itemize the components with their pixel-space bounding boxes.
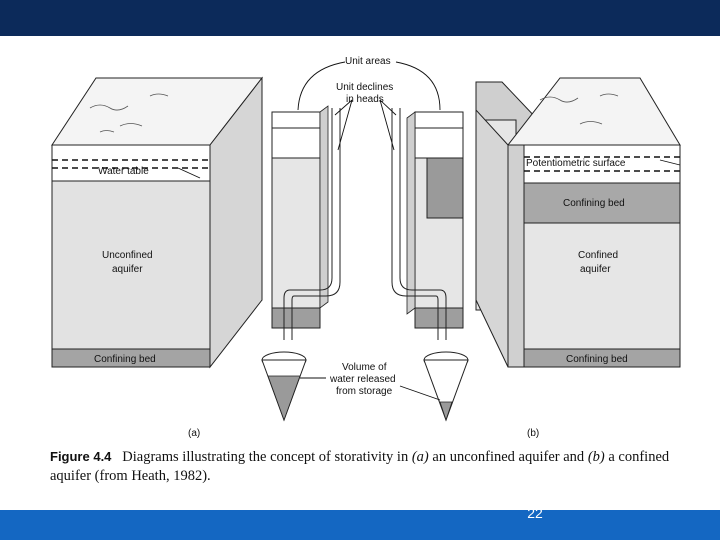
cone-left — [262, 352, 306, 420]
caption-a: (a) — [412, 449, 429, 465]
label-unconfined-aquifer: aquifer — [112, 264, 143, 275]
slide-number: 22 — [505, 505, 565, 521]
figure-caption: Figure 4.4 Diagrams illustrating the con… — [50, 447, 690, 486]
label-water-released: water released — [329, 374, 396, 385]
label-unconfined: Unconfined — [102, 250, 153, 261]
label-volume-of: Volume of — [342, 362, 387, 373]
figure-label: Figure 4.4 — [50, 449, 111, 464]
label-potentiometric-surface: Potentiometric surface — [526, 158, 626, 169]
label-confined-aquifer: aquifer — [580, 264, 611, 275]
label-from-storage: from storage — [336, 386, 393, 397]
label-confining-bed-b: Confining bed — [566, 354, 628, 365]
title-bar — [0, 0, 720, 36]
confined-column — [392, 108, 463, 340]
label-panel-a: (a) — [188, 428, 200, 439]
label-panel-b: (b) — [527, 428, 539, 439]
caption-b: (b) — [588, 449, 605, 465]
label-confining-bed-a: Confining bed — [94, 354, 156, 365]
cone-right — [424, 352, 468, 420]
unconfined-block — [52, 78, 262, 367]
label-water-table: Water table — [98, 166, 149, 177]
storativity-diagram: Unit areas Unit declines in heads Water … — [0, 36, 720, 446]
label-unit-declines: Unit declines — [336, 82, 393, 93]
label-confining-bed-top: Confining bed — [563, 198, 625, 209]
label-confined: Confined — [578, 250, 618, 261]
unconfined-column — [272, 106, 340, 340]
caption-text-2: an unconfined aquifer and — [432, 449, 584, 465]
label-in-heads: in heads — [346, 94, 384, 105]
footer-bar — [0, 510, 720, 540]
caption-text-1: Diagrams illustrating the concept of sto… — [122, 449, 408, 465]
label-unit-areas: Unit areas — [345, 56, 391, 67]
